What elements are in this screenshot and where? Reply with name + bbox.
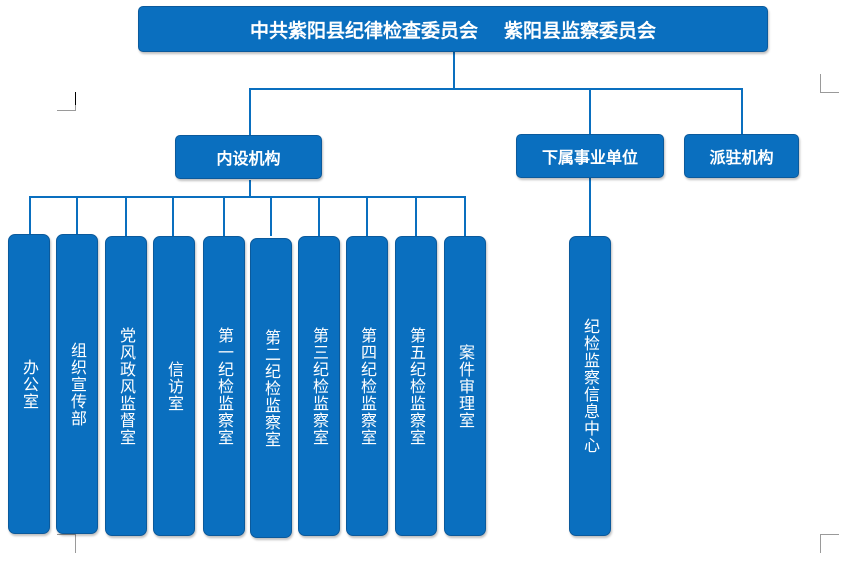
internal-institutions-box: 内设机构: [175, 135, 322, 179]
dept-box-party-style-supervision: 党风政风监督室: [105, 236, 147, 536]
connector-line: [589, 178, 591, 238]
subordinate-units-box: 下属事业单位: [516, 134, 664, 178]
dept-box-petition: 信访室: [153, 236, 195, 536]
page-corner-mark: [57, 92, 76, 111]
connector-line: [249, 88, 743, 90]
top-committee-box: 中共紫阳县纪律检查委员会 紫阳县监察委员会: [138, 6, 768, 52]
dept-box-inspection-3: 第三纪检监察室: [298, 236, 340, 536]
connector-line: [318, 196, 320, 236]
connector-line: [249, 180, 251, 197]
dept-box-inspection-1: 第一纪检监察室: [203, 236, 245, 536]
dept-box-inspection-4: 第四纪检监察室: [346, 236, 388, 536]
connector-line: [270, 196, 272, 236]
dept-box-inspection-2: 第二纪检监察室: [250, 238, 292, 538]
connector-line: [589, 88, 591, 134]
connector-line: [125, 196, 127, 236]
dept-box-case-review: 案件审理室: [444, 236, 486, 536]
text-cursor: [75, 92, 76, 105]
connector-line: [366, 196, 368, 236]
connector-line: [741, 88, 743, 134]
top-supervision-name: 紫阳县监察委员会: [504, 19, 657, 42]
dept-box-office: 办公室: [8, 234, 50, 534]
dept-box-organization-publicity: 组织宣传部: [56, 234, 98, 534]
connector-line: [415, 196, 417, 236]
connector-line: [76, 196, 78, 236]
connector-line: [249, 88, 251, 135]
page-corner-mark: [820, 74, 839, 93]
connector-line: [453, 52, 455, 89]
page-corner-mark: [57, 534, 76, 553]
dept-box-inspection-5: 第五纪检监察室: [395, 236, 437, 536]
page-corner-mark: [820, 534, 839, 553]
unit-box-info-center: 纪检监察信息中心: [569, 236, 611, 536]
top-committee-name: 中共紫阳县纪律检查委员会: [249, 19, 478, 42]
connector-line: [223, 196, 225, 236]
connector-line: [464, 196, 466, 236]
dispatched-institutions-box: 派驻机构: [684, 134, 799, 178]
connector-line: [172, 196, 174, 236]
connector-line: [29, 196, 466, 198]
connector-line: [29, 196, 31, 236]
